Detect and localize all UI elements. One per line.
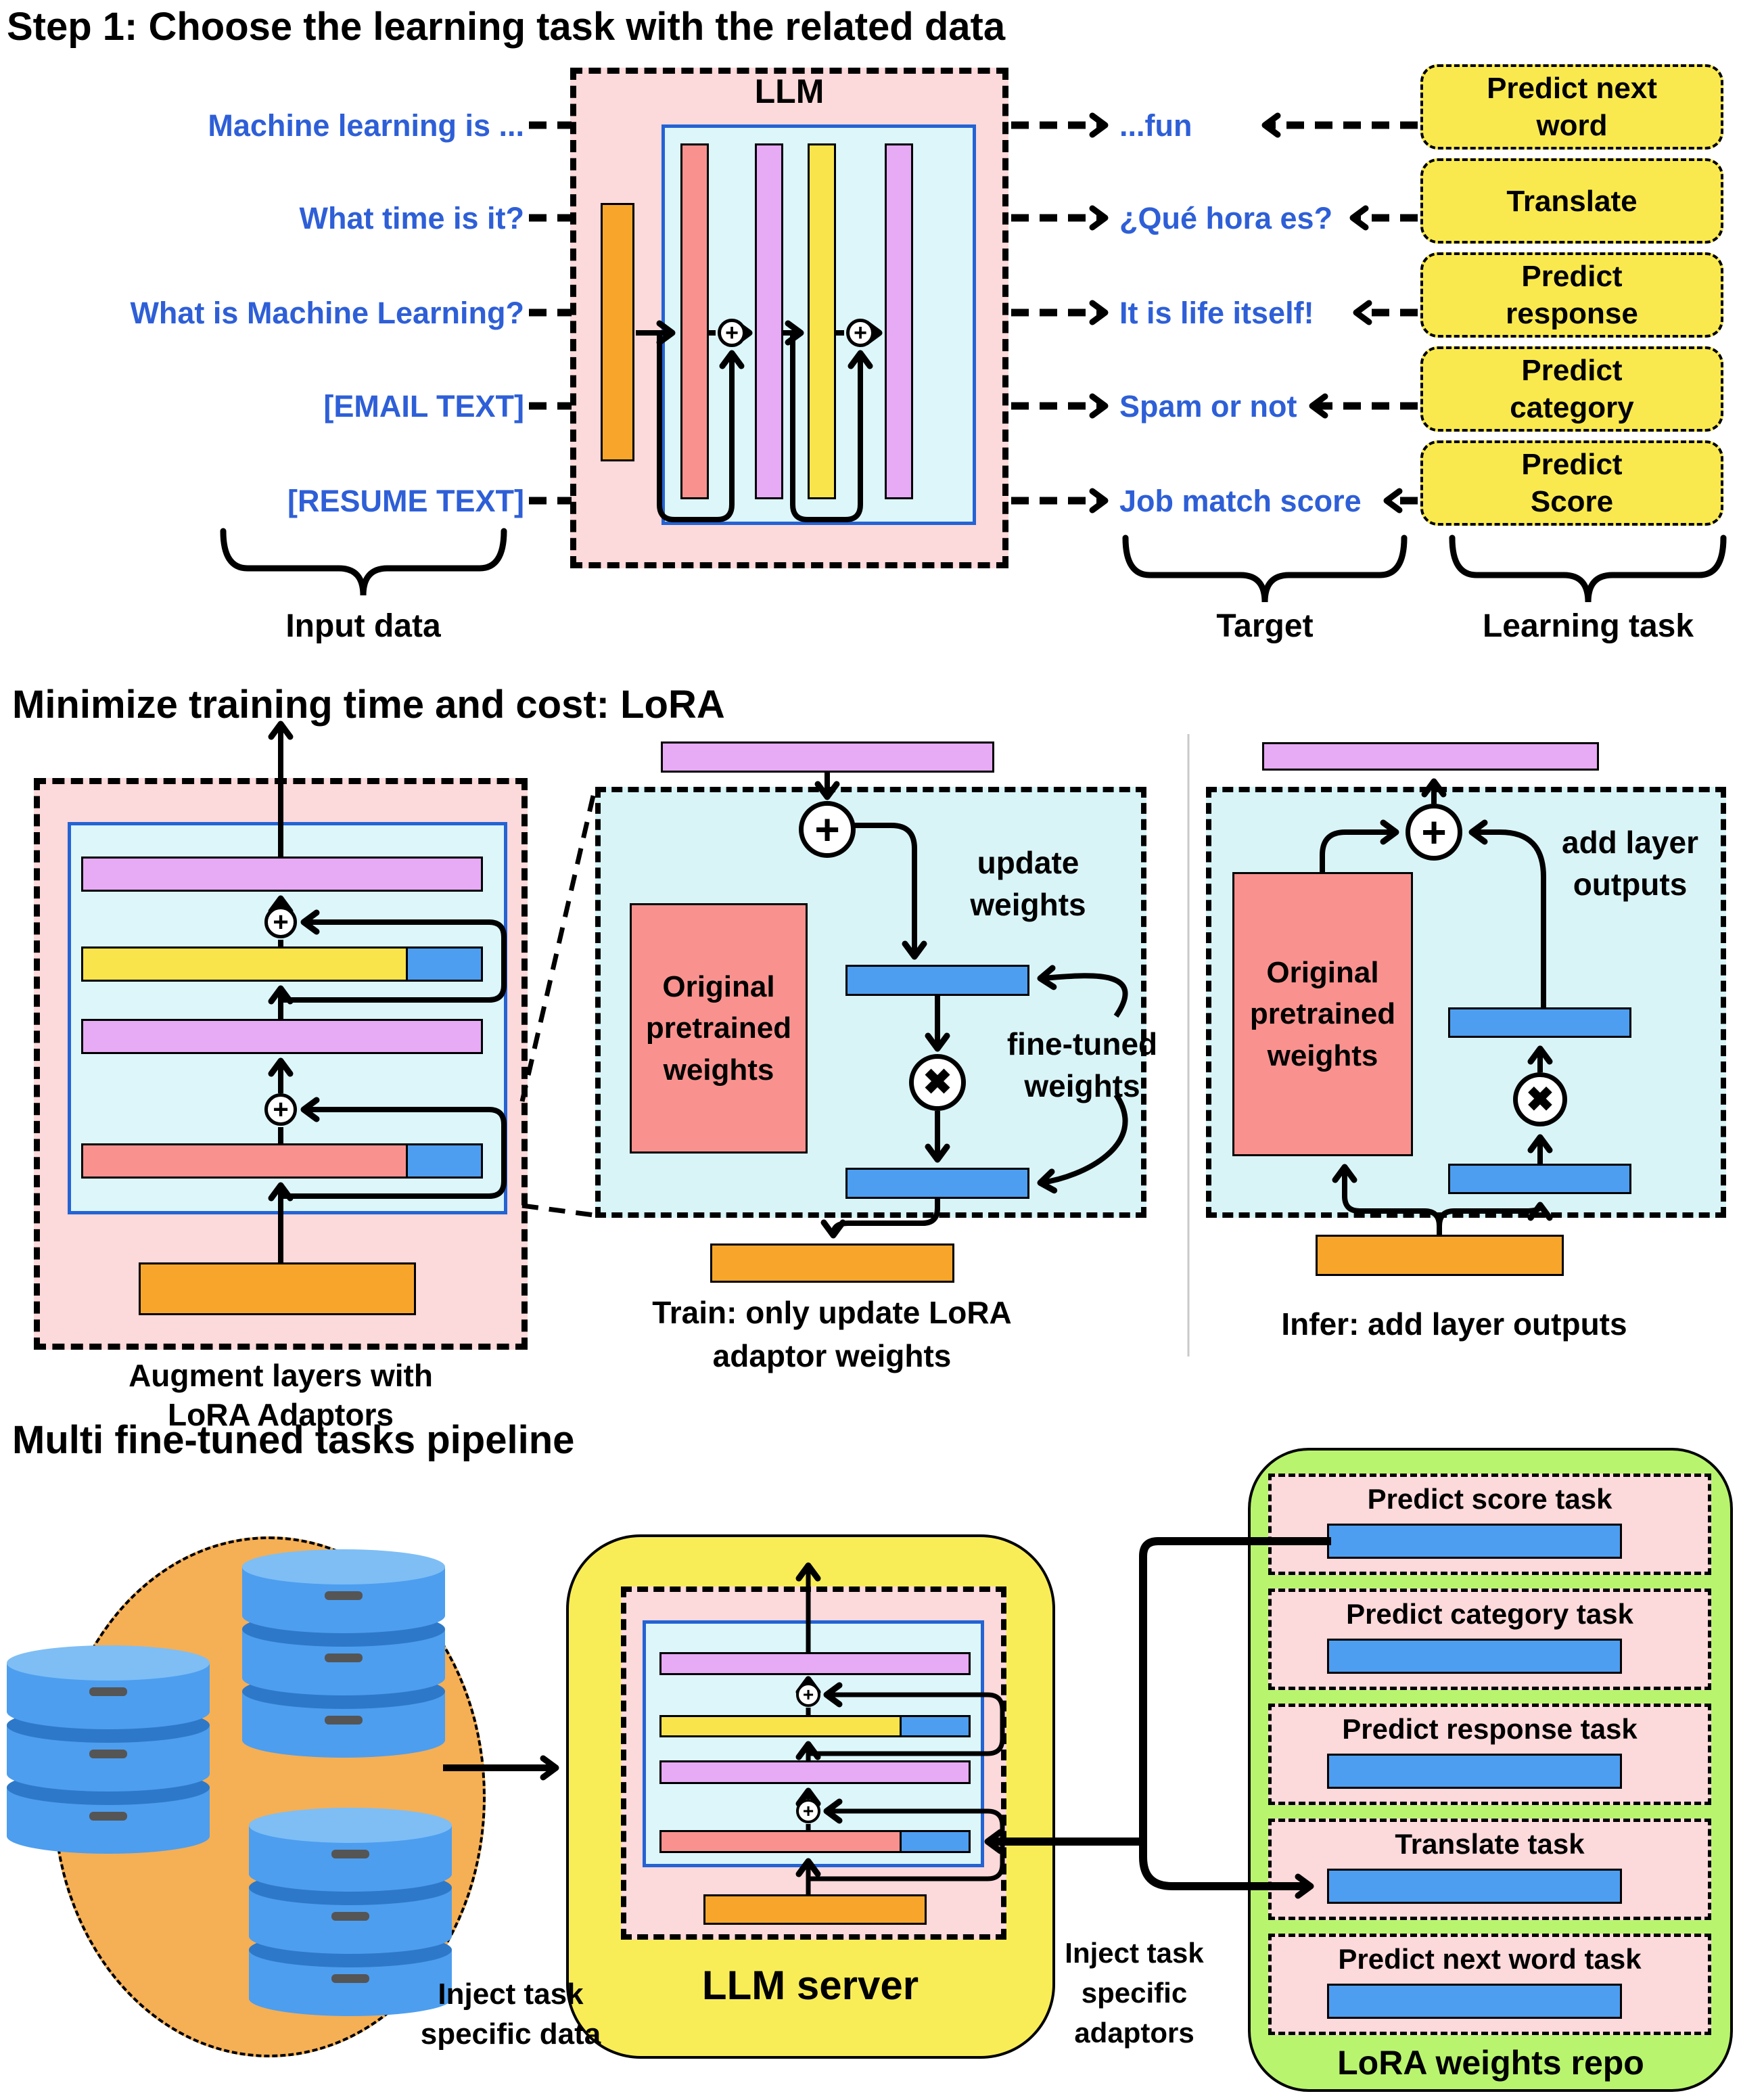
repo-task-title: Predict response task — [1342, 1713, 1638, 1745]
train-lora-bar-bottom — [845, 1168, 1029, 1199]
server-bar-violet-bottom — [659, 1760, 971, 1784]
multiply-operator-icon: ✖ — [909, 1054, 966, 1111]
augment-caption: Augment layers with LoRA Adaptors — [129, 1358, 433, 1432]
train-pretrained-weights-box — [630, 903, 808, 1154]
repo-adapter-bar-response — [1327, 1754, 1622, 1789]
train-caption: Train: only update LoRA adaptor weights — [652, 1295, 1012, 1374]
task-box-translate: Translate — [1420, 158, 1723, 244]
repo-adapter-bar-translate — [1327, 1869, 1622, 1904]
train-output-bar — [661, 741, 994, 773]
original-weights-label: Original pretrained weights — [1249, 955, 1396, 1072]
infer-caption: Infer: add layer outputs — [1281, 1306, 1627, 1342]
repo-task-title: Predict score task — [1367, 1483, 1612, 1515]
train-lora-bar-top — [845, 965, 1029, 996]
brace-label-input-data: Input data — [285, 608, 441, 644]
inject-adaptors-label: Inject task specific adaptors — [1065, 1937, 1204, 2049]
output-text: ...fun — [1119, 108, 1192, 143]
server-bar-violet-top — [659, 1652, 971, 1675]
layer-bar-salmon — [680, 143, 709, 499]
output-text: Spam or not — [1119, 389, 1297, 424]
task-label: Predict response — [1506, 260, 1638, 330]
repo-adapter-bar-score — [1327, 1524, 1622, 1559]
lora-adapter-yellow — [406, 946, 483, 982]
task-box-predict-category: Predict category — [1420, 346, 1723, 432]
add-operator-icon: + — [846, 319, 875, 347]
task-box-predict-next-word: Predict next word — [1420, 64, 1723, 150]
aug-bar-violet-top — [81, 857, 483, 892]
repo-label: LoRA weights repo — [1337, 2044, 1644, 2082]
task-label: Predict category — [1510, 354, 1634, 424]
multiply-operator-icon: ✖ — [1513, 1072, 1567, 1126]
add-layer-outputs-label: add layer outputs — [1562, 825, 1698, 903]
input-text: What is Machine Learning? — [130, 296, 524, 330]
task-box-predict-score: Predict Score — [1420, 440, 1723, 526]
train-input-bar — [710, 1243, 954, 1283]
brace-label-learning-task: Learning task — [1482, 608, 1694, 644]
output-text: ¿Qué hora es? — [1119, 201, 1333, 235]
lora-adapter-salmon — [406, 1143, 483, 1179]
embedding-bar — [601, 203, 634, 461]
task-label: Predict next word — [1487, 72, 1657, 142]
output-text: It is life itself! — [1119, 296, 1314, 330]
input-text: What time is it? — [299, 201, 524, 235]
output-connectors — [1011, 112, 1109, 513]
section2-title: Minimize training time and cost: LoRA — [12, 683, 725, 727]
aug-input-bar — [139, 1262, 416, 1315]
repo-task-title: Predict next word task — [1338, 1943, 1642, 1975]
server-adapter-salmon — [900, 1830, 971, 1853]
infer-lora-bar-bottom — [1448, 1164, 1631, 1194]
task-label: Predict Score — [1521, 448, 1623, 518]
repo-task-title: Predict category task — [1346, 1598, 1633, 1630]
add-operator-icon: + — [796, 1799, 820, 1823]
input-text: [RESUME TEXT] — [287, 484, 524, 518]
llm-server-label: LLM server — [701, 1963, 919, 2008]
update-weights-label: update weights — [970, 845, 1086, 923]
add-operator-icon: + — [718, 319, 746, 347]
zoom-lines — [519, 792, 597, 1218]
add-operator-icon: + — [264, 1093, 297, 1126]
aug-bar-violet-bottom — [81, 1019, 483, 1054]
add-operator-icon: + — [264, 906, 297, 938]
inject-data-label: Inject task specific data — [420, 1978, 601, 2051]
layer-bar-yellow — [808, 143, 836, 499]
llm-label: LLM — [754, 72, 825, 110]
infer-pretrained-weights-box — [1232, 872, 1413, 1156]
input-text: [EMAIL TEXT] — [323, 389, 524, 424]
input-text: Machine learning is ... — [208, 108, 524, 143]
add-operator-icon: + — [1406, 804, 1462, 861]
repo-adapter-bar-category — [1327, 1639, 1622, 1674]
layer-bar-violet-2 — [885, 143, 913, 499]
output-text: Job match score — [1119, 484, 1362, 518]
section3-title: Multi fine-tuned tasks pipeline — [12, 1418, 575, 1462]
add-operator-icon: + — [799, 801, 856, 858]
repo-adapter-bar-next-word — [1327, 1984, 1622, 2019]
add-operator-icon: + — [796, 1683, 820, 1707]
infer-output-bar — [1262, 742, 1599, 771]
section1-title: Step 1: Choose the learning task with th… — [7, 5, 1006, 49]
server-input-bar — [703, 1894, 927, 1925]
task-label: Translate — [1506, 184, 1638, 218]
repo-task-title: Translate task — [1395, 1828, 1585, 1860]
brace-label-target: Target — [1216, 608, 1314, 644]
server-adapter-yellow — [900, 1715, 971, 1737]
original-weights-label: Original pretrained weights — [645, 969, 792, 1087]
layer-bar-violet — [755, 143, 783, 499]
fine-tuned-weights-label: fine-tuned weights — [1006, 1026, 1158, 1104]
task-box-predict-response: Predict response — [1420, 252, 1723, 338]
infer-input-bar — [1316, 1235, 1564, 1276]
input-connectors — [529, 121, 572, 505]
infer-lora-bar-top — [1448, 1007, 1631, 1038]
